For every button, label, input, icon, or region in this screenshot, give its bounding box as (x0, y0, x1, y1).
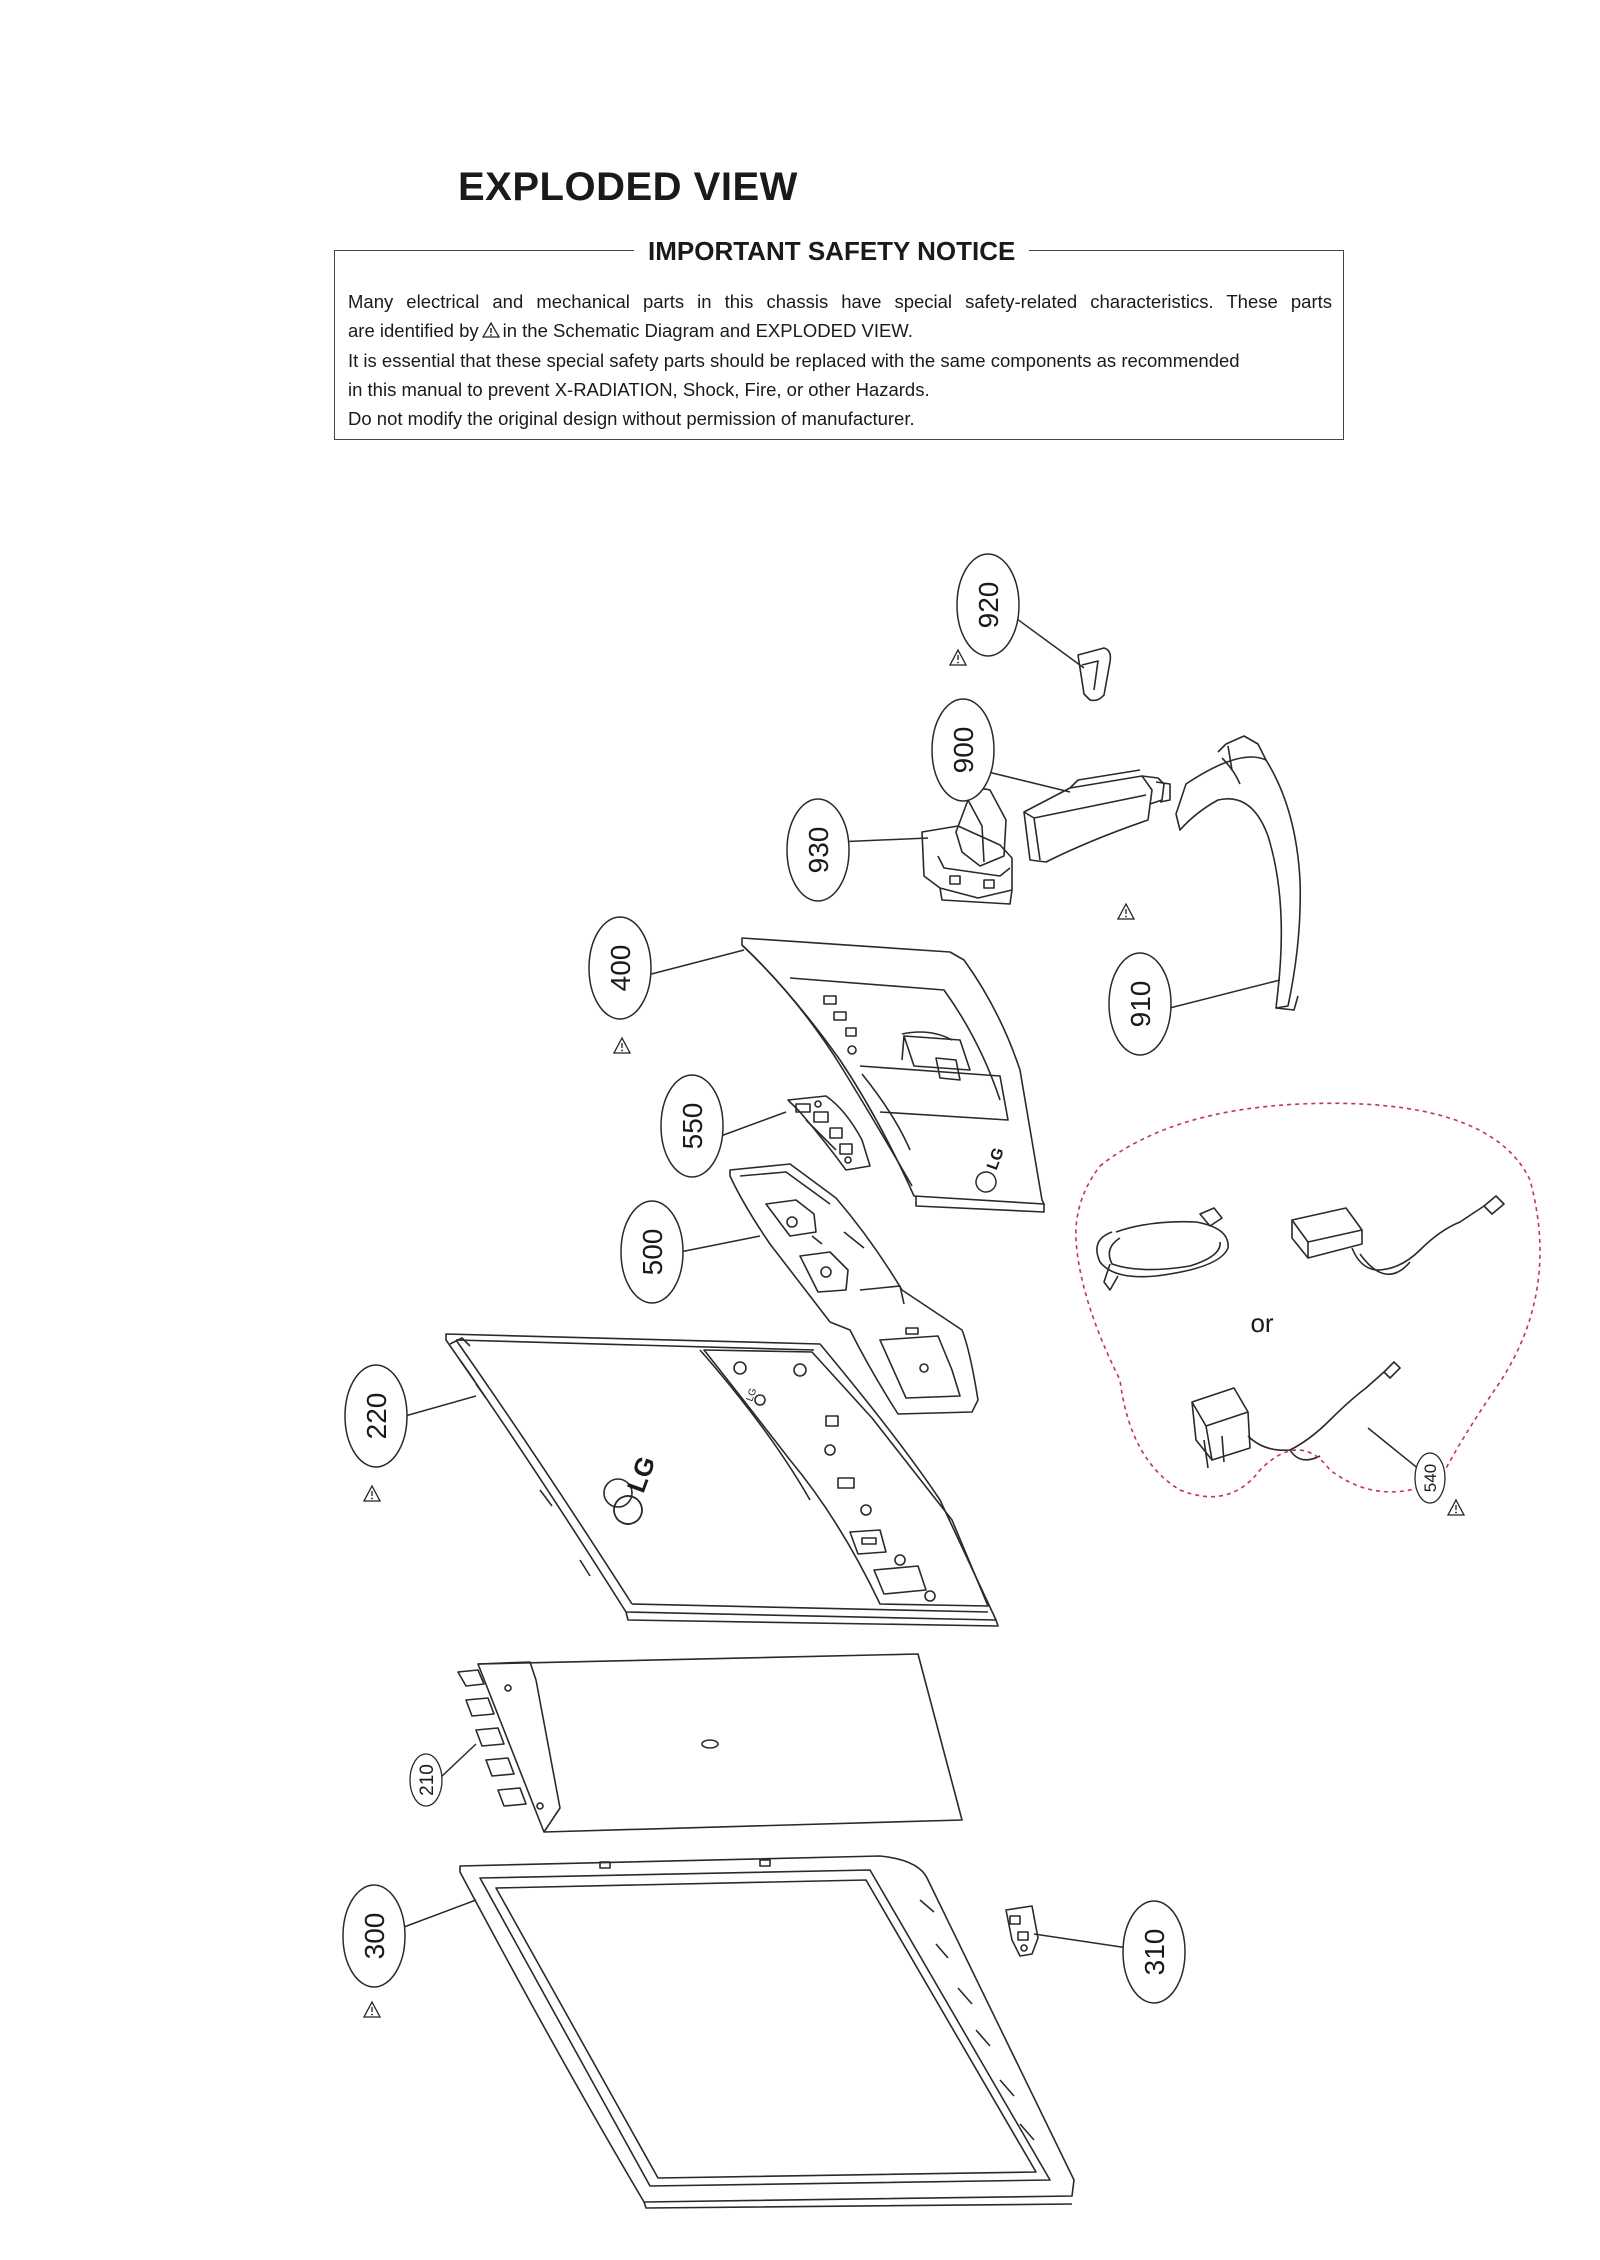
callout-210: 210 (409, 1753, 443, 1807)
warning-icon-920 (949, 649, 967, 666)
svg-text:LG: LG (744, 1387, 759, 1404)
warning-triangle-icon (481, 317, 500, 346)
warning-icon-540 (1447, 1499, 1465, 1516)
part-930-hinge-bracket (921, 788, 1013, 905)
callout-310: 310 (1122, 1900, 1186, 2004)
svg-text:220: 220 (361, 1393, 392, 1440)
warning-icon-910 (1117, 903, 1135, 920)
part-210-optical-sheet (457, 1653, 963, 1833)
notice-line-3: It is essential that these special safet… (348, 350, 1240, 371)
part-310-control-key (1005, 1905, 1039, 1957)
svg-text:LG: LG (621, 1452, 662, 1496)
lg-logo-back-cover: LG (975, 1146, 1008, 1193)
notice-line-4: in this manual to prevent X-RADIATION, S… (348, 379, 930, 400)
part-400-back-cover (741, 937, 1045, 1213)
notice-line-1: Many electrical and mechanical parts in … (348, 291, 1332, 312)
part-500-inner-frame (729, 1163, 979, 1415)
callout-550: 550 (660, 1074, 724, 1178)
callout-220: 220 (344, 1364, 408, 1468)
warning-icon-400 (613, 1037, 631, 1054)
svg-text:540: 540 (1421, 1464, 1440, 1492)
notice-line-5: Do not modify the original design withou… (348, 408, 915, 429)
callout-930: 930 (786, 798, 850, 902)
part-220-rear-frame (445, 1333, 999, 1627)
warning-icon-300 (363, 2001, 381, 2018)
part-910-stand-arm (1175, 735, 1302, 1011)
svg-text:910: 910 (1125, 981, 1156, 1028)
adapter-alternatives-outline (1075, 1102, 1541, 1498)
callout-400: 400 (588, 916, 652, 1020)
lg-logo-rear-frame: LG (613, 1452, 662, 1525)
svg-text:LG: LG (984, 1146, 1008, 1173)
part-550-main-board (787, 1095, 871, 1171)
safety-notice-heading: IMPORTANT SAFETY NOTICE (634, 236, 1030, 267)
notice-line-2: are identified by in the Schematic Diagra… (348, 316, 1332, 346)
page-title: EXPLODED VIEW (458, 165, 798, 209)
part-900-stand-body (1023, 769, 1171, 863)
svg-text:210: 210 (417, 1764, 438, 1796)
notice-line-2a: are identified by (348, 320, 479, 341)
callout-500: 500 (620, 1200, 684, 1304)
svg-text:310: 310 (1139, 1929, 1170, 1976)
lg-logo-frame-small: LG (744, 1387, 759, 1404)
adapter-or-label: or (1250, 1308, 1273, 1338)
svg-text:500: 500 (637, 1229, 668, 1276)
svg-text:930: 930 (803, 827, 834, 874)
callout-300: 300 (342, 1884, 406, 1988)
svg-text:400: 400 (605, 945, 636, 992)
warning-icon-220 (363, 1485, 381, 1502)
part-300-front-bezel (459, 1855, 1075, 2209)
part-540-ac-adapter-group (1096, 1195, 1505, 1469)
svg-text:900: 900 (948, 727, 979, 774)
callout-910: 910 (1108, 952, 1172, 1056)
callout-540: 540 (1414, 1452, 1446, 1504)
svg-text:300: 300 (359, 1913, 390, 1960)
part-920-stand-cap (1077, 647, 1112, 702)
callout-920: 920 (956, 553, 1020, 657)
svg-text:920: 920 (973, 582, 1004, 629)
notice-line-2b: in the Schematic Diagram and EXPLODED VI… (502, 320, 913, 341)
safety-notice-body: Many electrical and mechanical parts in … (348, 287, 1332, 433)
leader-lines (395, 607, 1421, 1949)
svg-text:550: 550 (677, 1103, 708, 1150)
callout-900: 900 (931, 698, 995, 802)
